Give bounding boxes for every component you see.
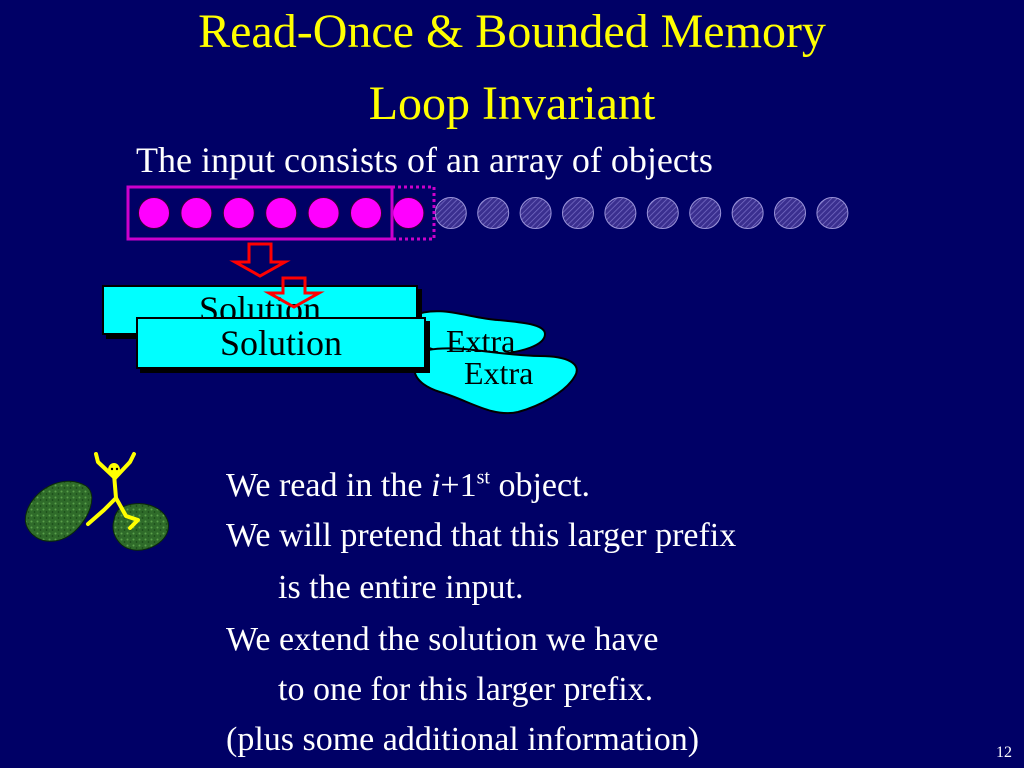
down-arrow-icon [263, 276, 325, 309]
body-line-pretend: We will pretend that this larger prefix [226, 517, 737, 554]
body-line-read-object: We read in the i+1st object. [226, 466, 590, 506]
unread-object [562, 197, 594, 229]
down-arrow-icon [229, 242, 291, 278]
solution-front-box: Solution [136, 317, 426, 369]
ordinal-suffix: st [476, 466, 490, 489]
read-object [222, 197, 255, 229]
slide-number: 12 [996, 744, 1012, 761]
body-line-larger-prefix: to one for this larger prefix. [278, 671, 654, 708]
unread-object [816, 197, 849, 229]
unread-object [646, 197, 679, 229]
extra-front-label: Extra [464, 355, 534, 391]
read-object [307, 197, 340, 229]
read-object [180, 197, 213, 229]
unread-object [689, 197, 722, 229]
unread-object [519, 197, 552, 229]
line-1-after: object. [489, 467, 591, 504]
object-array-diagram [126, 185, 849, 415]
unread-object [731, 197, 764, 229]
frog-on-leaves-icon [24, 452, 169, 551]
extra-back-label: Extra [446, 323, 516, 359]
line-1-plus: +1 [440, 467, 477, 504]
slide-title-line-2: Loop Invariant [368, 77, 656, 130]
unread-object [477, 197, 510, 229]
unread-object [604, 197, 637, 229]
unread-object [774, 197, 806, 229]
object-array [138, 197, 849, 229]
read-object [350, 197, 382, 229]
arrow-overlay [263, 276, 325, 309]
extended-prefix-box [390, 185, 436, 241]
body-line-additional-info: (plus some additional information) [226, 721, 700, 758]
slide-title-line-1: Read-Once & Bounded Memory [198, 5, 826, 58]
read-object [138, 197, 170, 229]
body-line-extend: We extend the solution we have [226, 621, 659, 658]
body-line-entire-input: is the entire input. [278, 569, 524, 606]
subtitle: The input consists of an array of object… [136, 140, 713, 180]
index-variable: i [430, 467, 441, 504]
line-1-before: We read in the [226, 467, 431, 504]
read-object [265, 197, 298, 229]
extra-front-blob [413, 347, 578, 415]
